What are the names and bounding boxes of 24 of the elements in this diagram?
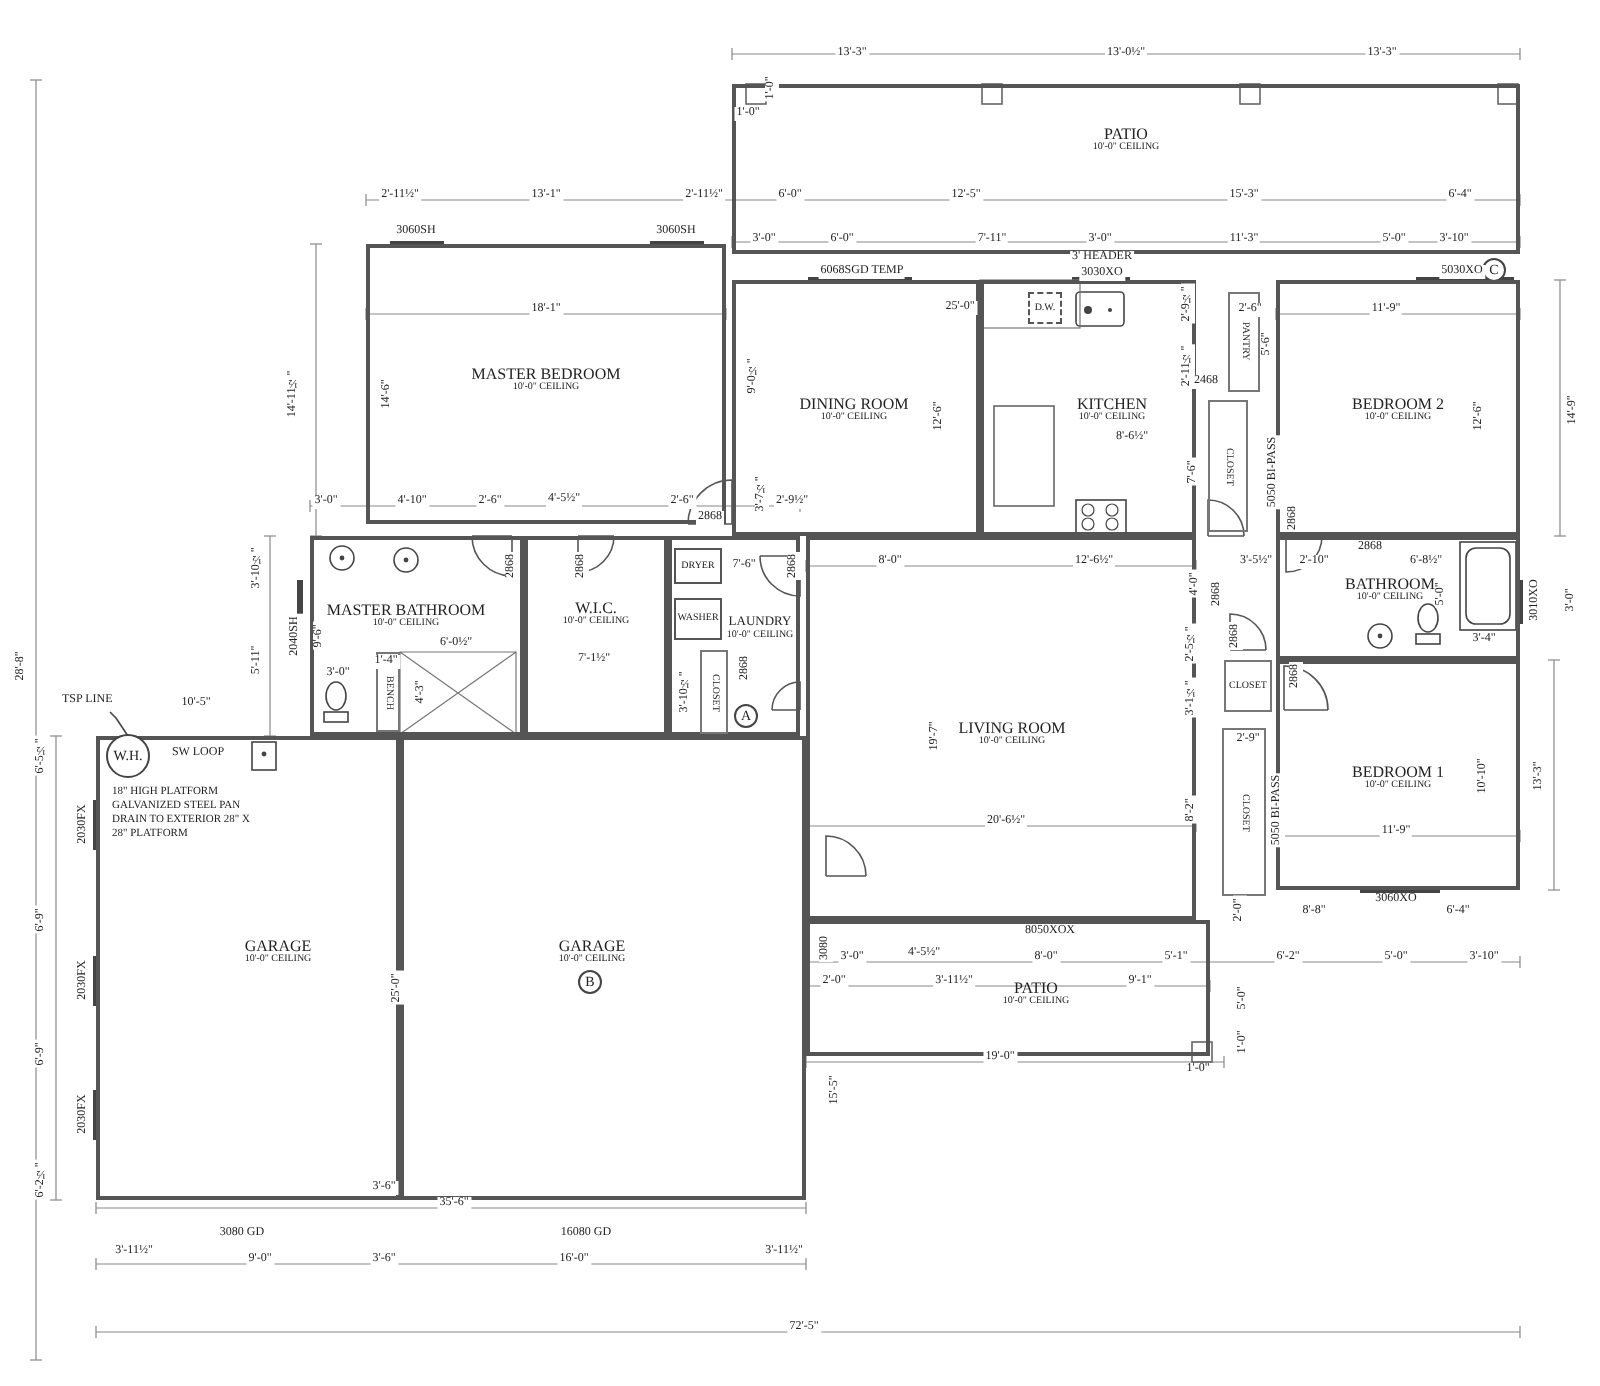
room-outline (366, 244, 726, 524)
room-outline (806, 536, 1196, 920)
room-outline (1276, 280, 1520, 536)
room-outline (1276, 660, 1520, 890)
room-name: MASTER BATHROOM (326, 601, 486, 619)
room-name: BEDROOM 1 (1352, 763, 1444, 781)
room-name: PATIO (1014, 979, 1058, 997)
room-outline (400, 736, 806, 1200)
room-outline (732, 280, 980, 536)
room-outline (524, 536, 668, 736)
room-name: W.I.C. (575, 599, 617, 617)
room-outline (1276, 536, 1520, 660)
room-name: DINING ROOM (799, 395, 909, 413)
room-name: MASTER BEDROOM (471, 365, 621, 383)
room-outline (806, 920, 1210, 1056)
room-outline (310, 536, 524, 736)
room-name: PATIO (1104, 125, 1148, 143)
room-name: BATHROOM (1345, 575, 1435, 593)
room-name: GARAGE (244, 937, 312, 955)
room-name: GARAGE (558, 937, 626, 955)
room-name: LIVING ROOM (958, 719, 1066, 737)
leader-line (109, 711, 129, 737)
room-name: KITCHEN (1076, 395, 1148, 413)
room-name: BEDROOM 2 (1352, 395, 1444, 413)
